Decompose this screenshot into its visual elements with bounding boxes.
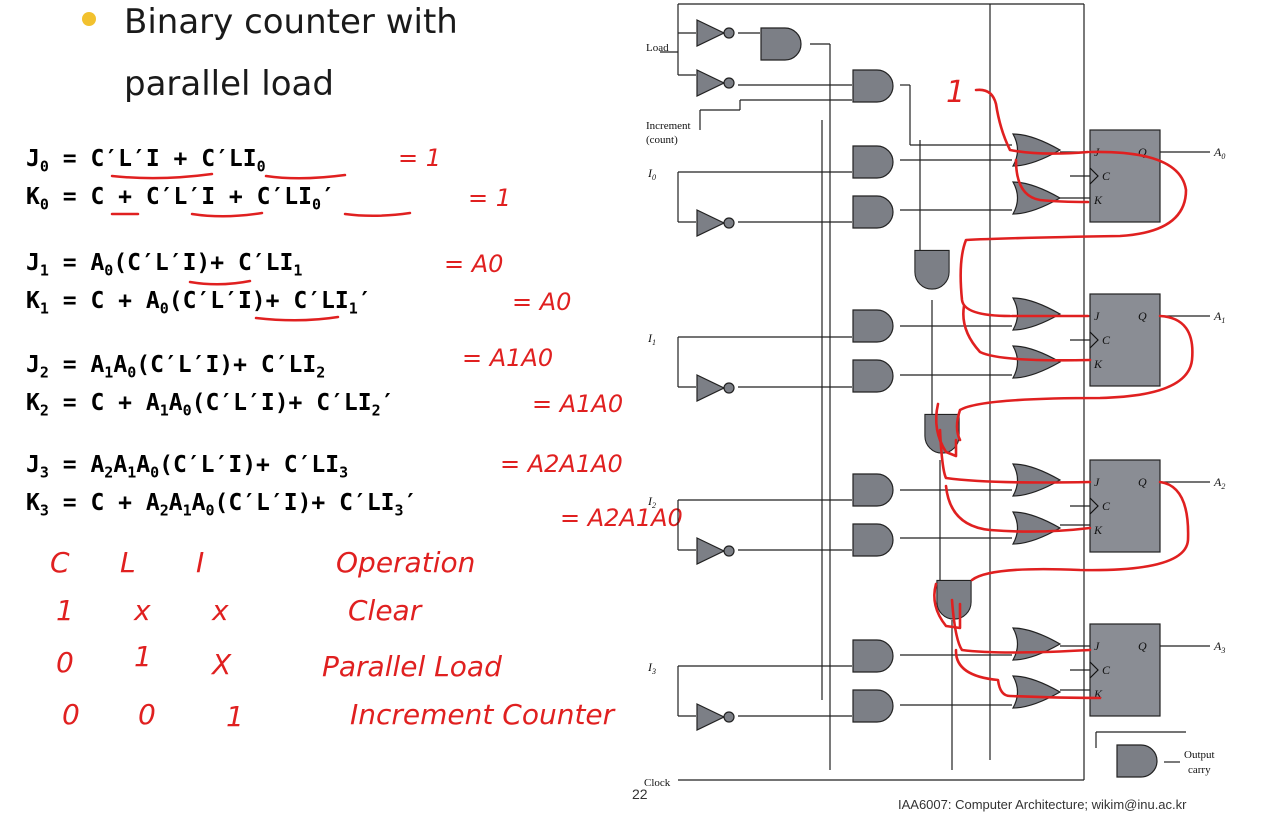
table-row3-i: 1	[226, 700, 244, 733]
table-header-operation: Operation	[336, 546, 476, 579]
or-gate-k1	[1012, 345, 1061, 379]
or-gate-k2	[1012, 511, 1061, 545]
slide-title-line2: parallel load	[124, 64, 334, 104]
table-row3-c: 0	[62, 698, 80, 731]
handwritten-one: 1	[946, 75, 965, 110]
label-increment: Increment	[646, 120, 691, 132]
svg-text:Q: Q	[1138, 639, 1147, 653]
label-a1: A1	[1213, 309, 1225, 325]
label-i0: I0	[647, 166, 656, 182]
jk-flip-flop-2: J C K Q	[1089, 459, 1161, 553]
carry-and-gate-1	[914, 249, 950, 290]
and-gate-load-i1	[852, 309, 894, 343]
svg-text:K: K	[1093, 687, 1103, 701]
table-row3-op: Increment Counter	[350, 698, 615, 731]
label-clock: Clock	[644, 777, 671, 789]
and-gate-increment	[852, 69, 894, 103]
jk-flip-flop-3: J C K Q	[1089, 623, 1161, 717]
and-gate-clear	[760, 27, 802, 61]
not-gate-load	[696, 19, 735, 47]
and-gate-load-i0	[852, 145, 894, 179]
svg-text:Q: Q	[1138, 145, 1147, 159]
table-row1-op: Clear	[348, 594, 422, 627]
table-row2-op: Parallel Load	[322, 650, 502, 683]
svg-text:K: K	[1093, 193, 1103, 207]
table-row1-c: 1	[56, 594, 74, 627]
table-row1-i: x	[212, 594, 229, 627]
equation-k2: K2 = C + A1A0(C′L′I)+ C′LI2′	[26, 390, 395, 420]
table-header-l: L	[120, 546, 136, 579]
and-gate-load-i3	[852, 639, 894, 673]
equation-j1: J1 = A0(C′L′I)+ C′LI1	[26, 250, 303, 280]
and-gate-load-i2	[852, 473, 894, 507]
handwritten-k1-result: = A0	[512, 288, 572, 316]
svg-text:K: K	[1093, 523, 1103, 537]
svg-text:K: K	[1093, 357, 1103, 371]
and-gate-output-carry	[1116, 744, 1158, 778]
equation-k1: K1 = C + A0(C′L′I)+ C′LI1′	[26, 288, 372, 318]
and-gate-load-i3-not	[852, 689, 894, 723]
svg-text:J: J	[1094, 639, 1100, 653]
handwritten-j3-result: = A2A1A0	[500, 450, 623, 478]
label-output: Output	[1184, 749, 1215, 761]
label-a3: A3	[1213, 639, 1225, 655]
bullet-dot	[82, 12, 96, 26]
label-a2: A2	[1213, 475, 1225, 491]
label-carry: carry	[1188, 764, 1211, 776]
equation-j0: J0 = C′L′I + C′LI0	[26, 146, 266, 176]
svg-text:C: C	[1102, 663, 1111, 677]
jk-flip-flop-0: J C K Q	[1089, 129, 1161, 223]
equation-j2: J2 = A1A0(C′L′I)+ C′LI2	[26, 352, 326, 382]
or-gate-j0	[1012, 133, 1061, 167]
or-gate-j1	[1012, 297, 1061, 331]
red-annotation-traces	[933, 88, 1194, 700]
equation-k3: K3 = C + A2A1A0(C′L′I)+ C′LI3′	[26, 490, 418, 520]
svg-text:C: C	[1102, 169, 1111, 183]
equation-underlines	[110, 172, 412, 322]
or-gate-j2	[1012, 463, 1061, 497]
handwritten-j2-result: = A1A0	[462, 344, 554, 372]
handwritten-k2-result: = A1A0	[532, 390, 624, 418]
handwritten-j0-result: = 1	[398, 144, 442, 172]
svg-text:Q: Q	[1138, 475, 1147, 489]
svg-text:Q: Q	[1138, 309, 1147, 323]
jk-flip-flop-1: J C K Q	[1089, 293, 1161, 387]
table-row2-i: X	[212, 648, 232, 681]
slide-title-line1: Binary counter with	[124, 2, 458, 42]
and-gate-load-i0-not	[852, 195, 894, 229]
svg-text:J: J	[1094, 475, 1100, 489]
svg-text:C: C	[1102, 333, 1111, 347]
table-row2-l: 1	[134, 640, 152, 673]
and-gate-load-i1-not	[852, 359, 894, 393]
not-gate-i1	[696, 374, 735, 402]
or-gate-k3	[1012, 675, 1061, 709]
label-load: Load	[646, 42, 669, 54]
handwritten-k0-result: = 1	[468, 184, 512, 212]
label-count: (count)	[646, 134, 678, 146]
table-header-i: I	[196, 546, 205, 579]
svg-text:C: C	[1102, 499, 1111, 513]
label-i2: I2	[647, 494, 656, 510]
equation-j3: J3 = A2A1A0(C′L′I)+ C′LI3	[26, 452, 349, 482]
not-gate-i3	[696, 703, 735, 731]
svg-text:J: J	[1094, 309, 1100, 323]
table-row3-l: 0	[138, 698, 156, 731]
table-row2-c: 0	[56, 646, 74, 679]
not-gate-i0	[696, 209, 735, 237]
or-gate-j3	[1012, 627, 1061, 661]
and-gate-load-i2-not	[852, 523, 894, 557]
label-i1: I1	[647, 331, 656, 347]
label-a0: A0	[1213, 145, 1225, 161]
page-number: 22	[632, 786, 648, 802]
label-i3: I3	[647, 660, 656, 676]
equation-k0: K0 = C + C′L′I + C′LI0′	[26, 184, 335, 214]
not-gate-count	[696, 69, 735, 97]
footer: IAA6007: Computer Architecture; wikim@in…	[898, 797, 1187, 812]
table-header-c: C	[50, 546, 70, 579]
handwritten-k3-result: = A2A1A0	[560, 504, 683, 532]
table-row1-l: x	[134, 594, 151, 627]
not-gate-i2	[696, 537, 735, 565]
handwritten-j1-result: = A0	[444, 250, 504, 278]
